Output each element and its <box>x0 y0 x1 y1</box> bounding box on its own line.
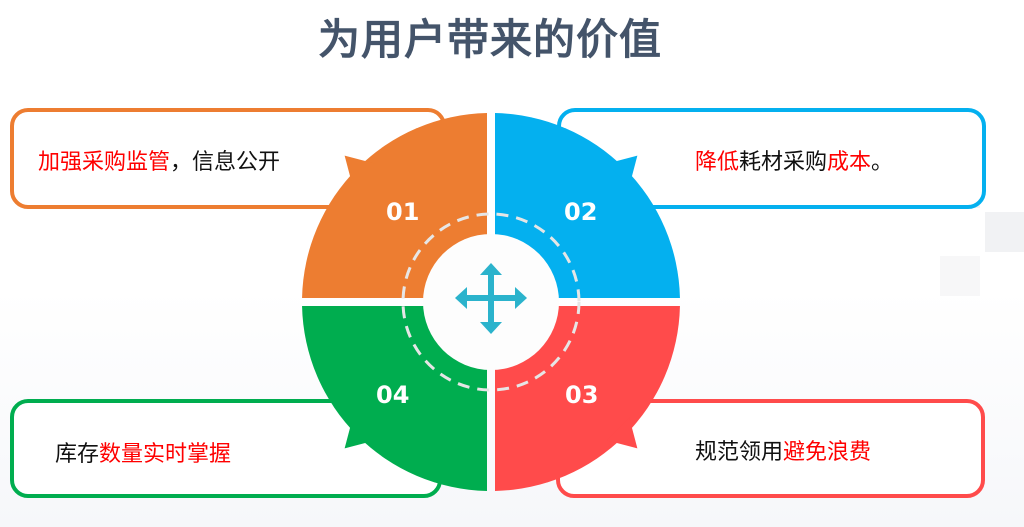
text-segment: 。 <box>871 150 894 175</box>
highlighted-text: 避免浪费 <box>783 440 872 465</box>
item-number-03: 03 <box>565 381 598 409</box>
notch-04 <box>344 417 376 449</box>
decor-square <box>985 212 1024 252</box>
text-segment: 库存 <box>55 442 100 467</box>
highlighted-text: 降低 <box>695 150 740 175</box>
item-text-03: 规范领用避免浪费 <box>695 434 871 466</box>
quadrant-02 <box>495 113 680 299</box>
quadrant-01 <box>302 113 487 299</box>
text-segment: 规范领用 <box>695 440 784 465</box>
highlighted-text: 数量实时掌握 <box>99 442 232 467</box>
item-number-02: 02 <box>564 198 597 226</box>
item-text-01: 加强采购监管，信息公开 <box>38 144 280 176</box>
item-number-04: 04 <box>376 381 409 409</box>
highlighted-text: 加强采购监管 <box>38 150 171 175</box>
item-text-04: 库存数量实时掌握 <box>55 436 231 468</box>
move-arrows-icon <box>455 263 527 334</box>
quadrant-04 <box>302 306 487 491</box>
decor-square <box>940 256 980 296</box>
page-title: 为用户带来的价值 <box>317 15 662 64</box>
text-segment: ，信息公开 <box>170 150 281 175</box>
text-segment: 耗材采购 <box>739 150 828 175</box>
notch-02 <box>606 155 638 187</box>
quadrant-03 <box>495 306 680 491</box>
item-number-01: 01 <box>386 198 419 226</box>
dashed-ring <box>401 212 581 392</box>
item-text-02: 降低耗材采购成本。 <box>695 144 893 176</box>
highlighted-text: 成本 <box>827 150 872 175</box>
notch-01 <box>344 155 376 187</box>
notch-03 <box>606 417 638 449</box>
